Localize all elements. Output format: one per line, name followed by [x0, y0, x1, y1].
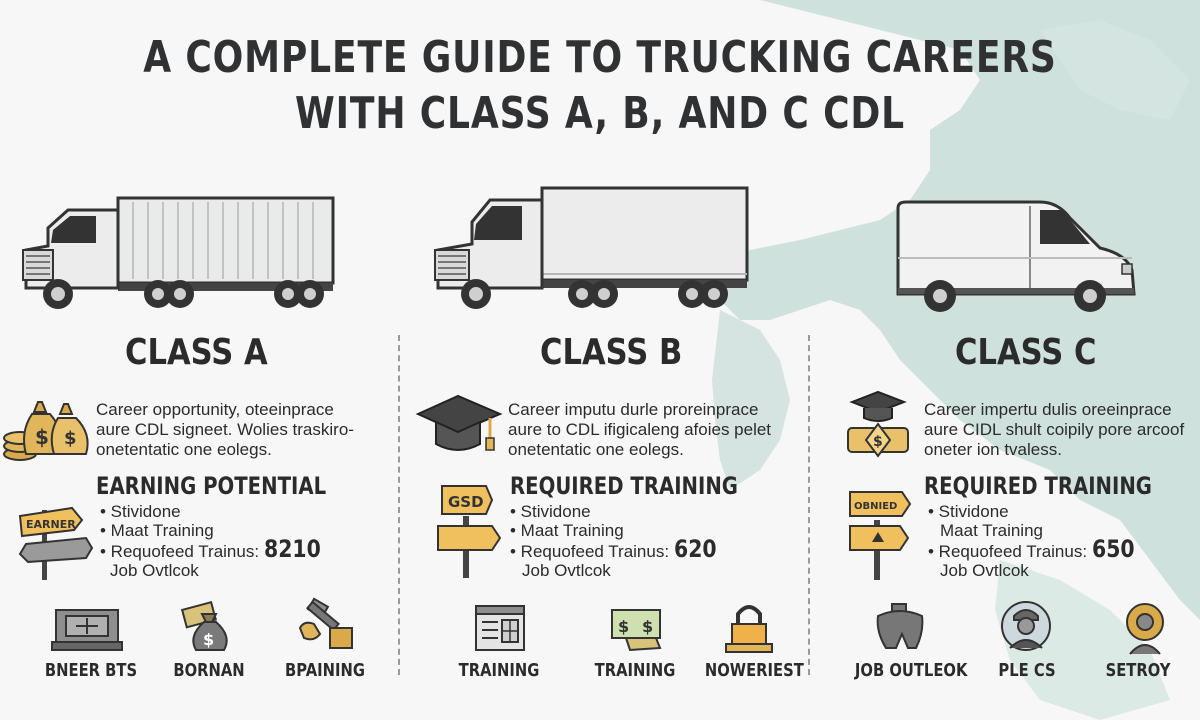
bottom-label: BORNAN — [173, 660, 245, 681]
cash-hand-icon: $ $ — [611, 609, 662, 652]
bullet-text: • Requofeed Trainus: — [510, 542, 670, 561]
description-line: aure CDL signeet. Wolies traskiro- — [96, 420, 354, 439]
class-b-title: CLASS B — [540, 332, 683, 373]
bottom-label: TRAINING — [594, 660, 676, 681]
class-c-heading: REQUIRED TRAINING — [924, 472, 1152, 500]
bullet-number: 650 — [1091, 535, 1135, 563]
description-line: onetentatic one eolegs. — [508, 440, 684, 459]
svg-text:$: $ — [873, 434, 883, 450]
class-c-title: CLASS C — [955, 332, 1097, 373]
bullet-item: • Requofeed Trainus: 8210 — [100, 535, 331, 563]
class-b-description: Career imputu durle proreinprace aure to… — [508, 400, 783, 460]
bullet-item: • Stividone — [100, 502, 181, 521]
tools-icon — [298, 597, 353, 649]
description-line: oneter ion tvaless. — [924, 440, 1062, 459]
column-divider — [808, 335, 810, 675]
class-a-heading: EARNING POTENTIAL — [96, 472, 327, 500]
class-c-description: Career impertu dulis oreeinprace aure CI… — [924, 400, 1199, 460]
bullet-number: 620 — [673, 535, 717, 563]
description-line: aure CIDL shult coipily pore arcoof — [924, 420, 1185, 439]
class-a-bullets: • Stividone • Maat Training • Requofeed … — [100, 502, 331, 580]
signpost-label: EARNER — [26, 518, 76, 531]
signpost-icon: EARNER — [18, 506, 94, 580]
money-bag-icon: $ — [180, 600, 228, 651]
description-line: Career imputu durle proreinprace — [508, 400, 759, 419]
bullet-item: • Stividone — [510, 502, 591, 521]
bullet-item: Job Ovtlcok — [522, 561, 611, 580]
bottom-label: PLE CS — [998, 660, 1056, 681]
description-line: onetentatic one eolegs. — [96, 440, 272, 459]
gear-person-icon — [1126, 603, 1164, 655]
bullet-item: • Requofeed Trainus: 650 — [928, 535, 1142, 563]
signpost-label: OBNIED — [854, 501, 897, 512]
bullet-text: • Requofeed Trainus: — [928, 542, 1088, 561]
bottom-label: NOWERIEST — [704, 660, 804, 681]
bullet-item: • Stividone — [928, 502, 1009, 521]
bullet-item: • Maat Training — [100, 521, 214, 540]
semi-truck-icon — [22, 196, 335, 309]
class-b-column: CLASS B Career imputu durle proreinprace… — [400, 0, 804, 720]
bottom-label: BNEER BTS — [44, 660, 138, 681]
class-c-column: CLASS C $ Career impertu dulis oreeinpra… — [810, 0, 1200, 720]
bullet-item: • Requofeed Trainus: 620 — [510, 535, 724, 563]
title-line-1: A COMPLETE GUIDE TO TRUCKING CAREERS — [143, 32, 1057, 83]
bottom-label: JOB OUTLEOK — [854, 660, 968, 681]
class-a-description: Career opportunity, oteeinprace aure CDL… — [96, 400, 371, 460]
svg-text:$: $ — [642, 617, 653, 636]
column-divider — [398, 335, 400, 675]
class-b-bullets: • Stividone • Maat Training • Requofeed … — [510, 502, 724, 580]
money-bags-icon: $ $ — [3, 401, 89, 461]
bullet-item: Maat Training — [940, 521, 1043, 540]
cap-scroll-icon: $ — [847, 390, 909, 458]
svg-text:$: $ — [64, 428, 77, 449]
title-line-2: WITH CLASS A, B, AND C CDL — [295, 88, 905, 139]
class-b-heading: REQUIRED TRAINING — [510, 472, 738, 500]
class-a-column: CLASS A $ $ Career opportunity, oteeinpr… — [0, 0, 400, 720]
tooth-icon — [876, 603, 924, 649]
description-line: aure to CDL ifigicaleng afoies pelet — [508, 420, 772, 439]
page-title: A COMPLETE GUIDE TO TRUCKING CAREERS WIT… — [108, 30, 1092, 142]
bullet-number: 8210 — [263, 535, 321, 563]
safe-box-icon — [51, 609, 123, 651]
signpost-icon: OBNIED — [849, 491, 912, 580]
bullet-item: • Maat Training — [510, 521, 624, 540]
svg-text:$: $ — [35, 425, 49, 449]
box-truck-icon — [434, 186, 749, 309]
cargo-van-icon — [896, 200, 1136, 312]
bullet-text: • Requofeed Trainus: — [100, 542, 260, 561]
bullet-item: Job Ovtlcok — [110, 561, 199, 580]
worker-icon — [1001, 601, 1051, 651]
class-c-bullets: • Stividone Maat Training • Requofeed Tr… — [928, 502, 1142, 580]
bottom-label: SETROY — [1105, 660, 1171, 681]
class-a-title: CLASS A — [125, 332, 268, 373]
svg-text:$: $ — [203, 630, 214, 649]
description-line: Career impertu dulis oreeinprace — [924, 400, 1172, 419]
bullet-item: Job Ovtlcok — [940, 561, 1029, 580]
padlock-icon — [725, 605, 773, 653]
document-icon — [475, 605, 525, 651]
signpost-label: GSD — [448, 493, 484, 511]
svg-text:$: $ — [618, 617, 629, 636]
graduation-cap-icon — [415, 394, 503, 451]
bottom-label: TRAINING — [458, 660, 540, 681]
signpost-icon: GSD — [437, 485, 502, 578]
bottom-label: BPAINING — [285, 660, 365, 681]
description-line: Career opportunity, oteeinprace — [96, 400, 334, 419]
